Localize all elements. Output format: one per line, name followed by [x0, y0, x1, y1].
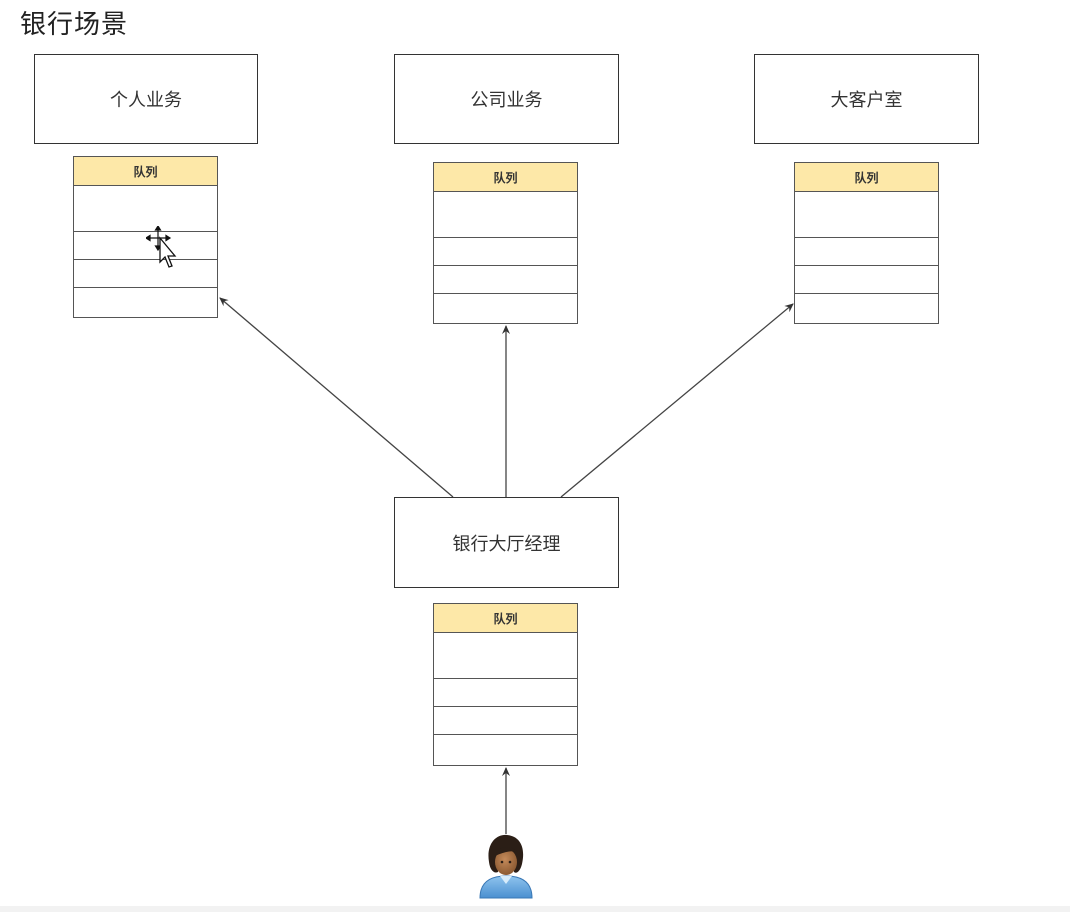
vip-room-label: 大客户室 [830, 90, 903, 111]
vip-queue-header: 队列 [795, 163, 938, 192]
personal-queue-header: 队列 [74, 157, 217, 186]
queue-slot [795, 294, 938, 323]
arrow-to-vip-queue [560, 303, 794, 498]
queue-slot [434, 238, 577, 266]
queue-slot [74, 232, 217, 260]
person-icon [479, 834, 533, 899]
manager-queue[interactable]: 队列 [433, 603, 578, 766]
bottom-scroll-edge [0, 906, 1070, 912]
personal-service-label: 个人业务 [110, 90, 182, 111]
corporate-service-label: 公司业务 [470, 90, 543, 111]
vip-queue[interactable]: 队列 [794, 162, 939, 324]
queue-slot [434, 679, 577, 707]
queue-slot [795, 192, 938, 238]
queue-slot [74, 186, 217, 232]
queue-slot [434, 735, 577, 764]
queue-slot [434, 266, 577, 294]
queue-slot [434, 633, 577, 679]
page-title: 银行场景 [20, 10, 129, 40]
vip-room-box[interactable]: 大客户室 [754, 54, 979, 144]
lobby-manager-label: 银行大厅经理 [452, 533, 561, 555]
queue-slot [795, 238, 938, 266]
queue-slot [74, 260, 217, 288]
queue-slot [434, 294, 577, 323]
arrow-to-personal-queue [219, 297, 454, 498]
corporate-queue-header: 队列 [434, 163, 577, 192]
queue-slot [74, 288, 217, 317]
personal-service-box[interactable]: 个人业务 [34, 54, 258, 144]
corporate-queue[interactable]: 队列 [433, 162, 578, 324]
queue-slot [434, 192, 577, 238]
move-cursor-icon [146, 226, 177, 268]
queue-slot [795, 266, 938, 294]
personal-queue[interactable]: 队列 [73, 156, 218, 318]
manager-queue-header: 队列 [434, 604, 577, 633]
corporate-service-box[interactable]: 公司业务 [394, 54, 619, 144]
lobby-manager-box[interactable]: 银行大厅经理 [394, 497, 619, 588]
queue-slot [434, 707, 577, 735]
